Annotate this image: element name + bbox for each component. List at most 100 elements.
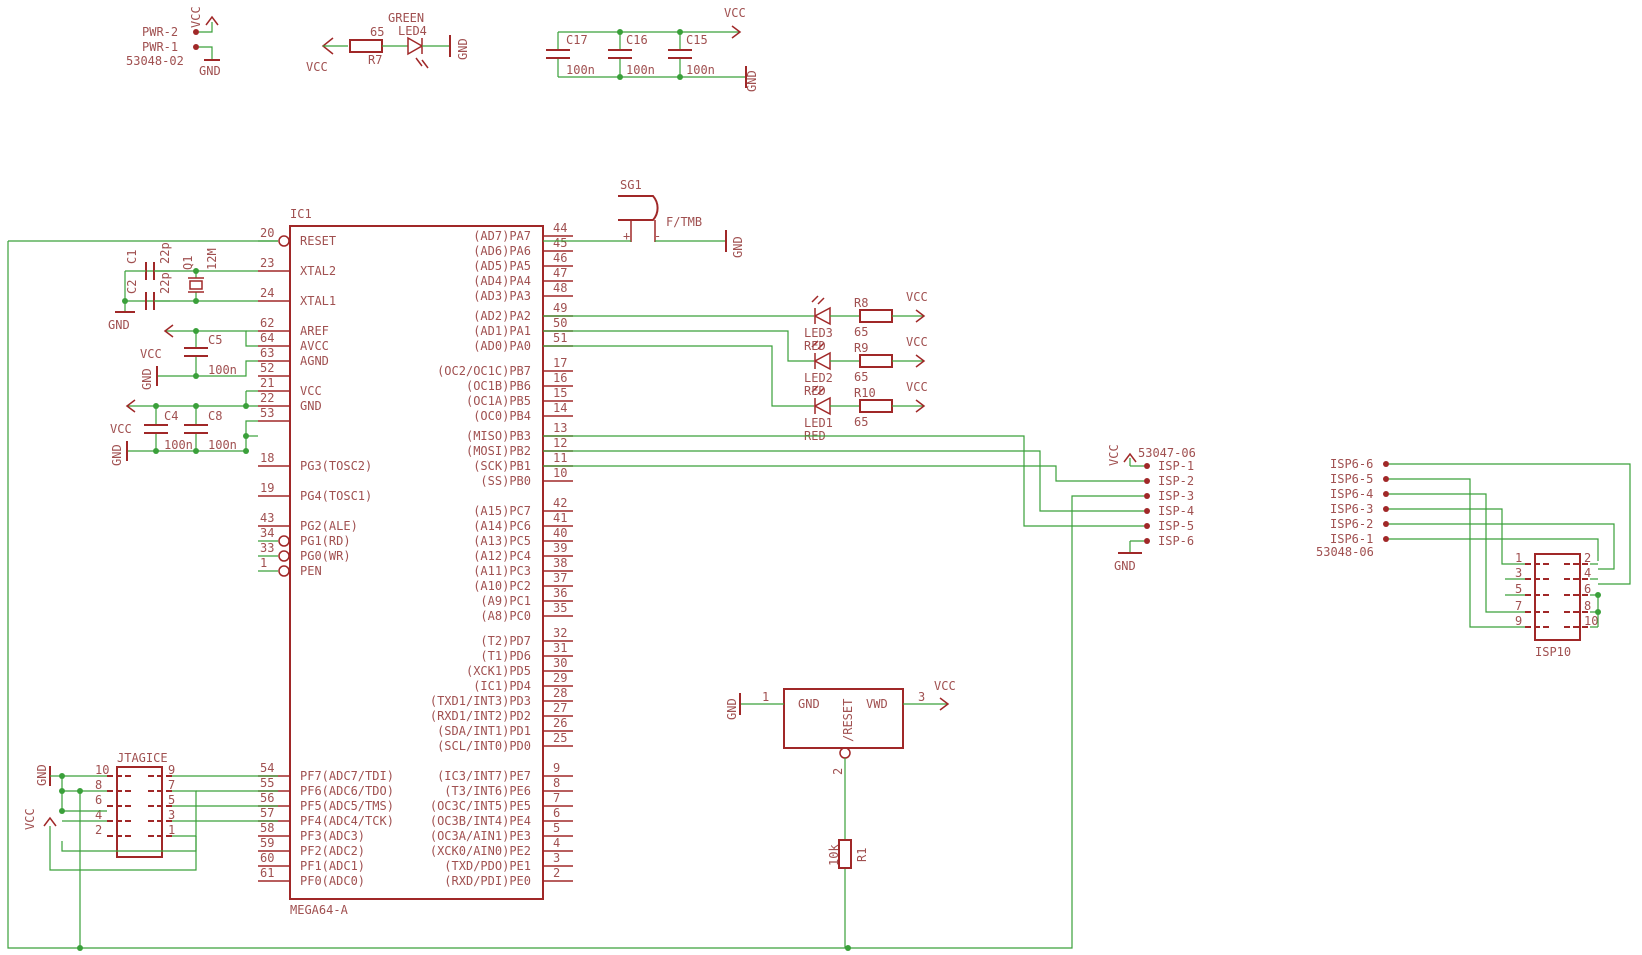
isp10-pin-left-number: 1 bbox=[1515, 551, 1522, 565]
ic1-pin-number: 19 bbox=[260, 481, 274, 495]
isp6-pin-3: ISP6-3 bbox=[1330, 502, 1373, 516]
ic1-pin-label: (AD1)PA1 bbox=[473, 324, 531, 338]
c4-value: 100n bbox=[164, 438, 193, 452]
ic1-pin-label: PG0(WR) bbox=[300, 549, 351, 563]
ic1-pin-label: (OC3A/AIN1)PE3 bbox=[430, 829, 531, 843]
isp-connector: ISP-1 ISP-2 ISP-3 ISP-4 ISP-5 ISP-6 5304… bbox=[543, 435, 1196, 573]
ic1-pin-number: 55 bbox=[260, 776, 274, 790]
ic1-pin-4: 4(XCK0/AIN0)PE2 bbox=[430, 836, 573, 858]
ic1-pin-label: (AD6)PA6 bbox=[473, 244, 531, 258]
ic1-pin-number: 22 bbox=[260, 391, 274, 405]
led3-vcc-label: VCC bbox=[906, 290, 928, 304]
r10-name: R10 bbox=[854, 386, 876, 400]
ic1-pin-number: 8 bbox=[553, 776, 560, 790]
ic1-pin-number: 57 bbox=[260, 806, 274, 820]
ic1-pin-number: 10 bbox=[553, 466, 567, 480]
ic1-pin-label: (OC2/OC1C)PB7 bbox=[437, 364, 531, 378]
jtag-pin-left-number: 10 bbox=[95, 763, 109, 777]
ic1-pin-number: 40 bbox=[553, 526, 567, 540]
c15-capacitor bbox=[668, 32, 692, 77]
c5-name: C5 bbox=[208, 333, 222, 347]
r8-value: 65 bbox=[854, 325, 868, 339]
ic1-pin-label: (SCK)PB1 bbox=[473, 459, 531, 473]
ic1-pin-label: GND bbox=[300, 399, 322, 413]
c16-value: 100n bbox=[626, 63, 655, 77]
ic1-pin-14: 14(OC0)PB4 bbox=[473, 401, 573, 423]
ic1-pin-number: 6 bbox=[553, 806, 560, 820]
r1-value: 10k bbox=[827, 844, 841, 866]
reset-net bbox=[7, 240, 1144, 951]
avcc-gnd-label: GND bbox=[140, 368, 154, 390]
ic1-pin-28: 28(TXD1/INT3)PD3 bbox=[430, 686, 573, 708]
ic1-pin-number: 39 bbox=[553, 541, 567, 555]
isp6-connector-name: 53048-06 bbox=[1316, 545, 1374, 559]
ic1-pin-label: PG4(TOSC1) bbox=[300, 489, 372, 503]
crystal-circuit: C1 C2 22p 22p Q1 12M GND bbox=[108, 242, 258, 332]
reset-ic-vwd: VWD bbox=[866, 697, 888, 711]
ic1-pin-40: 40(A13)PC5 bbox=[473, 526, 573, 548]
isp-connector-name: 53047-06 bbox=[1138, 446, 1196, 460]
pwr-connector-name: 53048-02 bbox=[126, 54, 184, 68]
ic1-pin-label: PEN bbox=[300, 564, 322, 578]
r9-value: 65 bbox=[854, 370, 868, 384]
r7-name: R7 bbox=[368, 53, 382, 67]
ic1-pin-46: 46(AD5)PA5 bbox=[473, 251, 573, 273]
ic1-pin-label: (AD3)PA3 bbox=[473, 289, 531, 303]
ic1-pin-number: 12 bbox=[553, 436, 567, 450]
ic1-pin-52: 52 bbox=[258, 361, 290, 377]
ic1-pin-27: 27(RXD1/INT2)PD2 bbox=[430, 701, 573, 723]
ic1-pin-number: 61 bbox=[260, 866, 274, 880]
c17-capacitor bbox=[546, 32, 570, 77]
ic1-pin-number: 47 bbox=[553, 266, 567, 280]
ic1-pin-label: PG2(ALE) bbox=[300, 519, 358, 533]
led1-name: LED1 bbox=[804, 416, 833, 430]
ic1-pin-label: (A11)PC3 bbox=[473, 564, 531, 578]
reset-ic-reset: /RESET bbox=[841, 699, 855, 742]
ic1-pin-number: 21 bbox=[260, 376, 274, 390]
reset-ic-gnd-label: GND bbox=[725, 698, 739, 720]
isp-vcc-label: VCC bbox=[1107, 444, 1121, 466]
r10-value: 65 bbox=[854, 415, 868, 429]
ic1-pin-number: 44 bbox=[553, 221, 567, 235]
ic1-pin-number: 38 bbox=[553, 556, 567, 570]
isp10-pin-right-number: 4 bbox=[1584, 566, 1591, 580]
ic1-pin-label: PF6(ADC6/TDO) bbox=[300, 784, 394, 798]
ic1-pin-label: (OC1B)PB6 bbox=[466, 379, 531, 393]
ic1-pin-number: 14 bbox=[553, 401, 567, 415]
isp-gnd-label: GND bbox=[1114, 559, 1136, 573]
ic1-pin-number: 52 bbox=[260, 361, 274, 375]
c5-value: 100n bbox=[208, 363, 237, 377]
ic1-pin-number: 56 bbox=[260, 791, 274, 805]
ic1-pin-number: 33 bbox=[260, 541, 274, 555]
ic1-pin-number: 63 bbox=[260, 346, 274, 360]
ic1-pin-36: 36(A9)PC1 bbox=[480, 586, 573, 608]
led2-vcc-label: VCC bbox=[906, 335, 928, 349]
isp10-pin-right-number: 8 bbox=[1584, 599, 1591, 613]
ic1-pin-25: 25(SCL/INT0)PD0 bbox=[437, 731, 573, 753]
decoupling-caps: C17 C16 C15 100n 100n 100n VCC GND bbox=[546, 6, 759, 92]
ic1-pin-number: 31 bbox=[553, 641, 567, 655]
c2-value: 22p bbox=[158, 272, 172, 294]
isp6-pin-6: ISP6-6 bbox=[1330, 457, 1373, 471]
ic1-left-pins: 20RESET23XTAL224XTAL162AREF64AVCC63AGND5… bbox=[258, 226, 394, 888]
digital-gnd-label: GND bbox=[110, 444, 124, 466]
crystal-gnd-label: GND bbox=[108, 318, 130, 332]
avcc-vcc-label: VCC bbox=[140, 347, 162, 361]
isp-pin-4: ISP-4 bbox=[1158, 504, 1194, 518]
sg1-value: F/TMB bbox=[666, 215, 702, 229]
ic1-pin-label: (MOSI)PB2 bbox=[466, 444, 531, 458]
c1-name: C1 bbox=[125, 250, 139, 264]
isp10-pin-right-number: 10 bbox=[1584, 614, 1598, 628]
led3 bbox=[811, 295, 926, 326]
digital-vcc-label: VCC bbox=[110, 422, 132, 436]
